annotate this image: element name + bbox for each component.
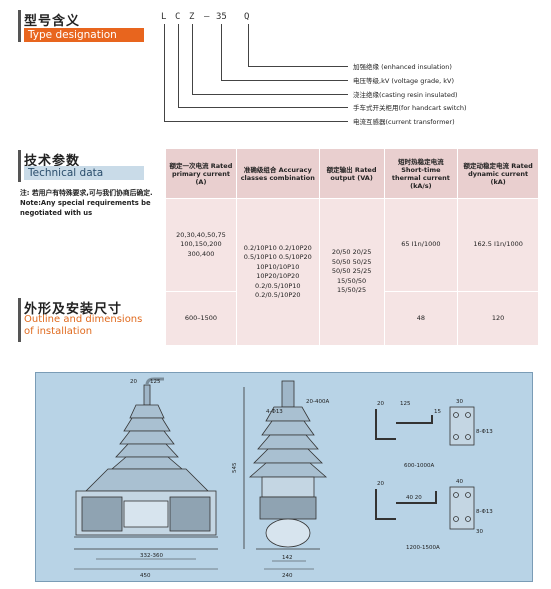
legend-handcart-switch: 手车式开关柜用(for handcart switch) (353, 104, 467, 112)
dim-20-400a: 20-400A (306, 399, 329, 405)
outline-title-en-1: Outline and dimensions (24, 314, 143, 325)
dim-20-c: 20 (377, 481, 384, 487)
dim-600-1000a: 600-1000A (404, 463, 434, 469)
table-cell: 20/50 20/25 50/50 50/25 50/50 25/25 15/5… (318, 198, 385, 346)
dim-545: 545 (232, 462, 238, 473)
table-cell: 0.2/10P10 0.2/10P20 0.5/10P10 0.5/10P20 … (235, 198, 320, 346)
section-marker (18, 10, 21, 42)
dim-450: 450 (140, 573, 151, 579)
legend-enhanced-insulation: 加强绝缘 (enhanced insulation) (353, 63, 452, 71)
dim-125-b: 125 (400, 401, 411, 407)
special-requirements-note: 注: 若用户有特殊要求,可与我们协商后确定. Note:Any special … (20, 189, 153, 217)
model-dash: – (204, 12, 210, 22)
type-designation-title-cn: 型号含义 (24, 14, 81, 29)
header-accuracy-classes: 准确级组合 Accuracy classes combination (235, 148, 320, 199)
technical-data-table: 额定一次电流 Rated primary current (A) 准确级组合 A… (165, 148, 539, 346)
table-cell: 65 I1n/1000 (383, 198, 459, 292)
legend-voltage-grade: 电压等级,kV (voltage grade, kV) (353, 77, 455, 85)
model-letter-z: Z (189, 12, 195, 22)
header-short-time-thermal: 短时热稳定电流 Short-time thermal current (kA/s… (383, 148, 459, 199)
table-cell: 120 (457, 291, 539, 346)
header-rated-primary-current: 额定一次电流 Rated primary current (A) (165, 148, 237, 199)
model-voltage: 35 (216, 12, 227, 22)
model-letter-l: L (161, 12, 167, 22)
technical-data-title-en: Technical data (24, 166, 144, 180)
section-marker (18, 150, 21, 182)
dim-20-b: 20 (377, 401, 384, 407)
model-letter-q: Q (244, 12, 250, 22)
technical-data-title-cn: 技术参数 (24, 154, 81, 169)
type-designation-title-en: Type designation (24, 28, 144, 42)
dim-332-360: 332-360 (140, 553, 163, 559)
dim-30-b: 30 (476, 529, 483, 535)
dim-4-13: 4-Φ13 (266, 409, 283, 415)
dim-20: 20 (130, 379, 137, 385)
table-cell: 162.5 I1n/1000 (457, 198, 539, 292)
dim-30: 30 (456, 399, 463, 405)
table-cell: 20,30,40,50,75 100,150,200 300,400 (165, 198, 237, 292)
outline-drawing-svg: 20 125 332-360 450 20-400A 545 142 240 4… (74, 377, 493, 579)
dim-40: 40 (456, 479, 463, 485)
legend-current-transformer: 电流互感器(current transformer) (353, 118, 455, 126)
dim-8-13: 8-Φ13 (476, 429, 493, 435)
table-cell: 48 (383, 291, 459, 346)
header-rated-dynamic: 额定动稳定电流 Rated dynamic current (kA) (457, 148, 539, 199)
dim-1200-1500a: 1200-1500A (406, 545, 440, 551)
dim-125: 125 (150, 379, 161, 385)
dim-142: 142 (282, 555, 293, 561)
model-letter-c: C (175, 12, 181, 22)
dim-240: 240 (282, 573, 293, 579)
outline-drawing: 20 125 332-360 450 20-400A 545 142 240 4… (35, 372, 533, 582)
outline-title-cn: 外形及安装尺寸 (24, 302, 123, 317)
header-rated-output: 额定输出 Rated output (VA) (318, 148, 385, 199)
legend-casting-resin: 浇注绝缘(casting resin insulated) (353, 91, 458, 99)
section-marker (18, 298, 21, 342)
dim-15: 15 (434, 409, 441, 415)
dim-8-13-b: 8-Φ13 (476, 509, 493, 515)
outline-title-en-2: of installation (24, 326, 93, 337)
table-cell: 600–1500 (165, 291, 237, 346)
dim-40-20: 40 20 (406, 495, 422, 501)
